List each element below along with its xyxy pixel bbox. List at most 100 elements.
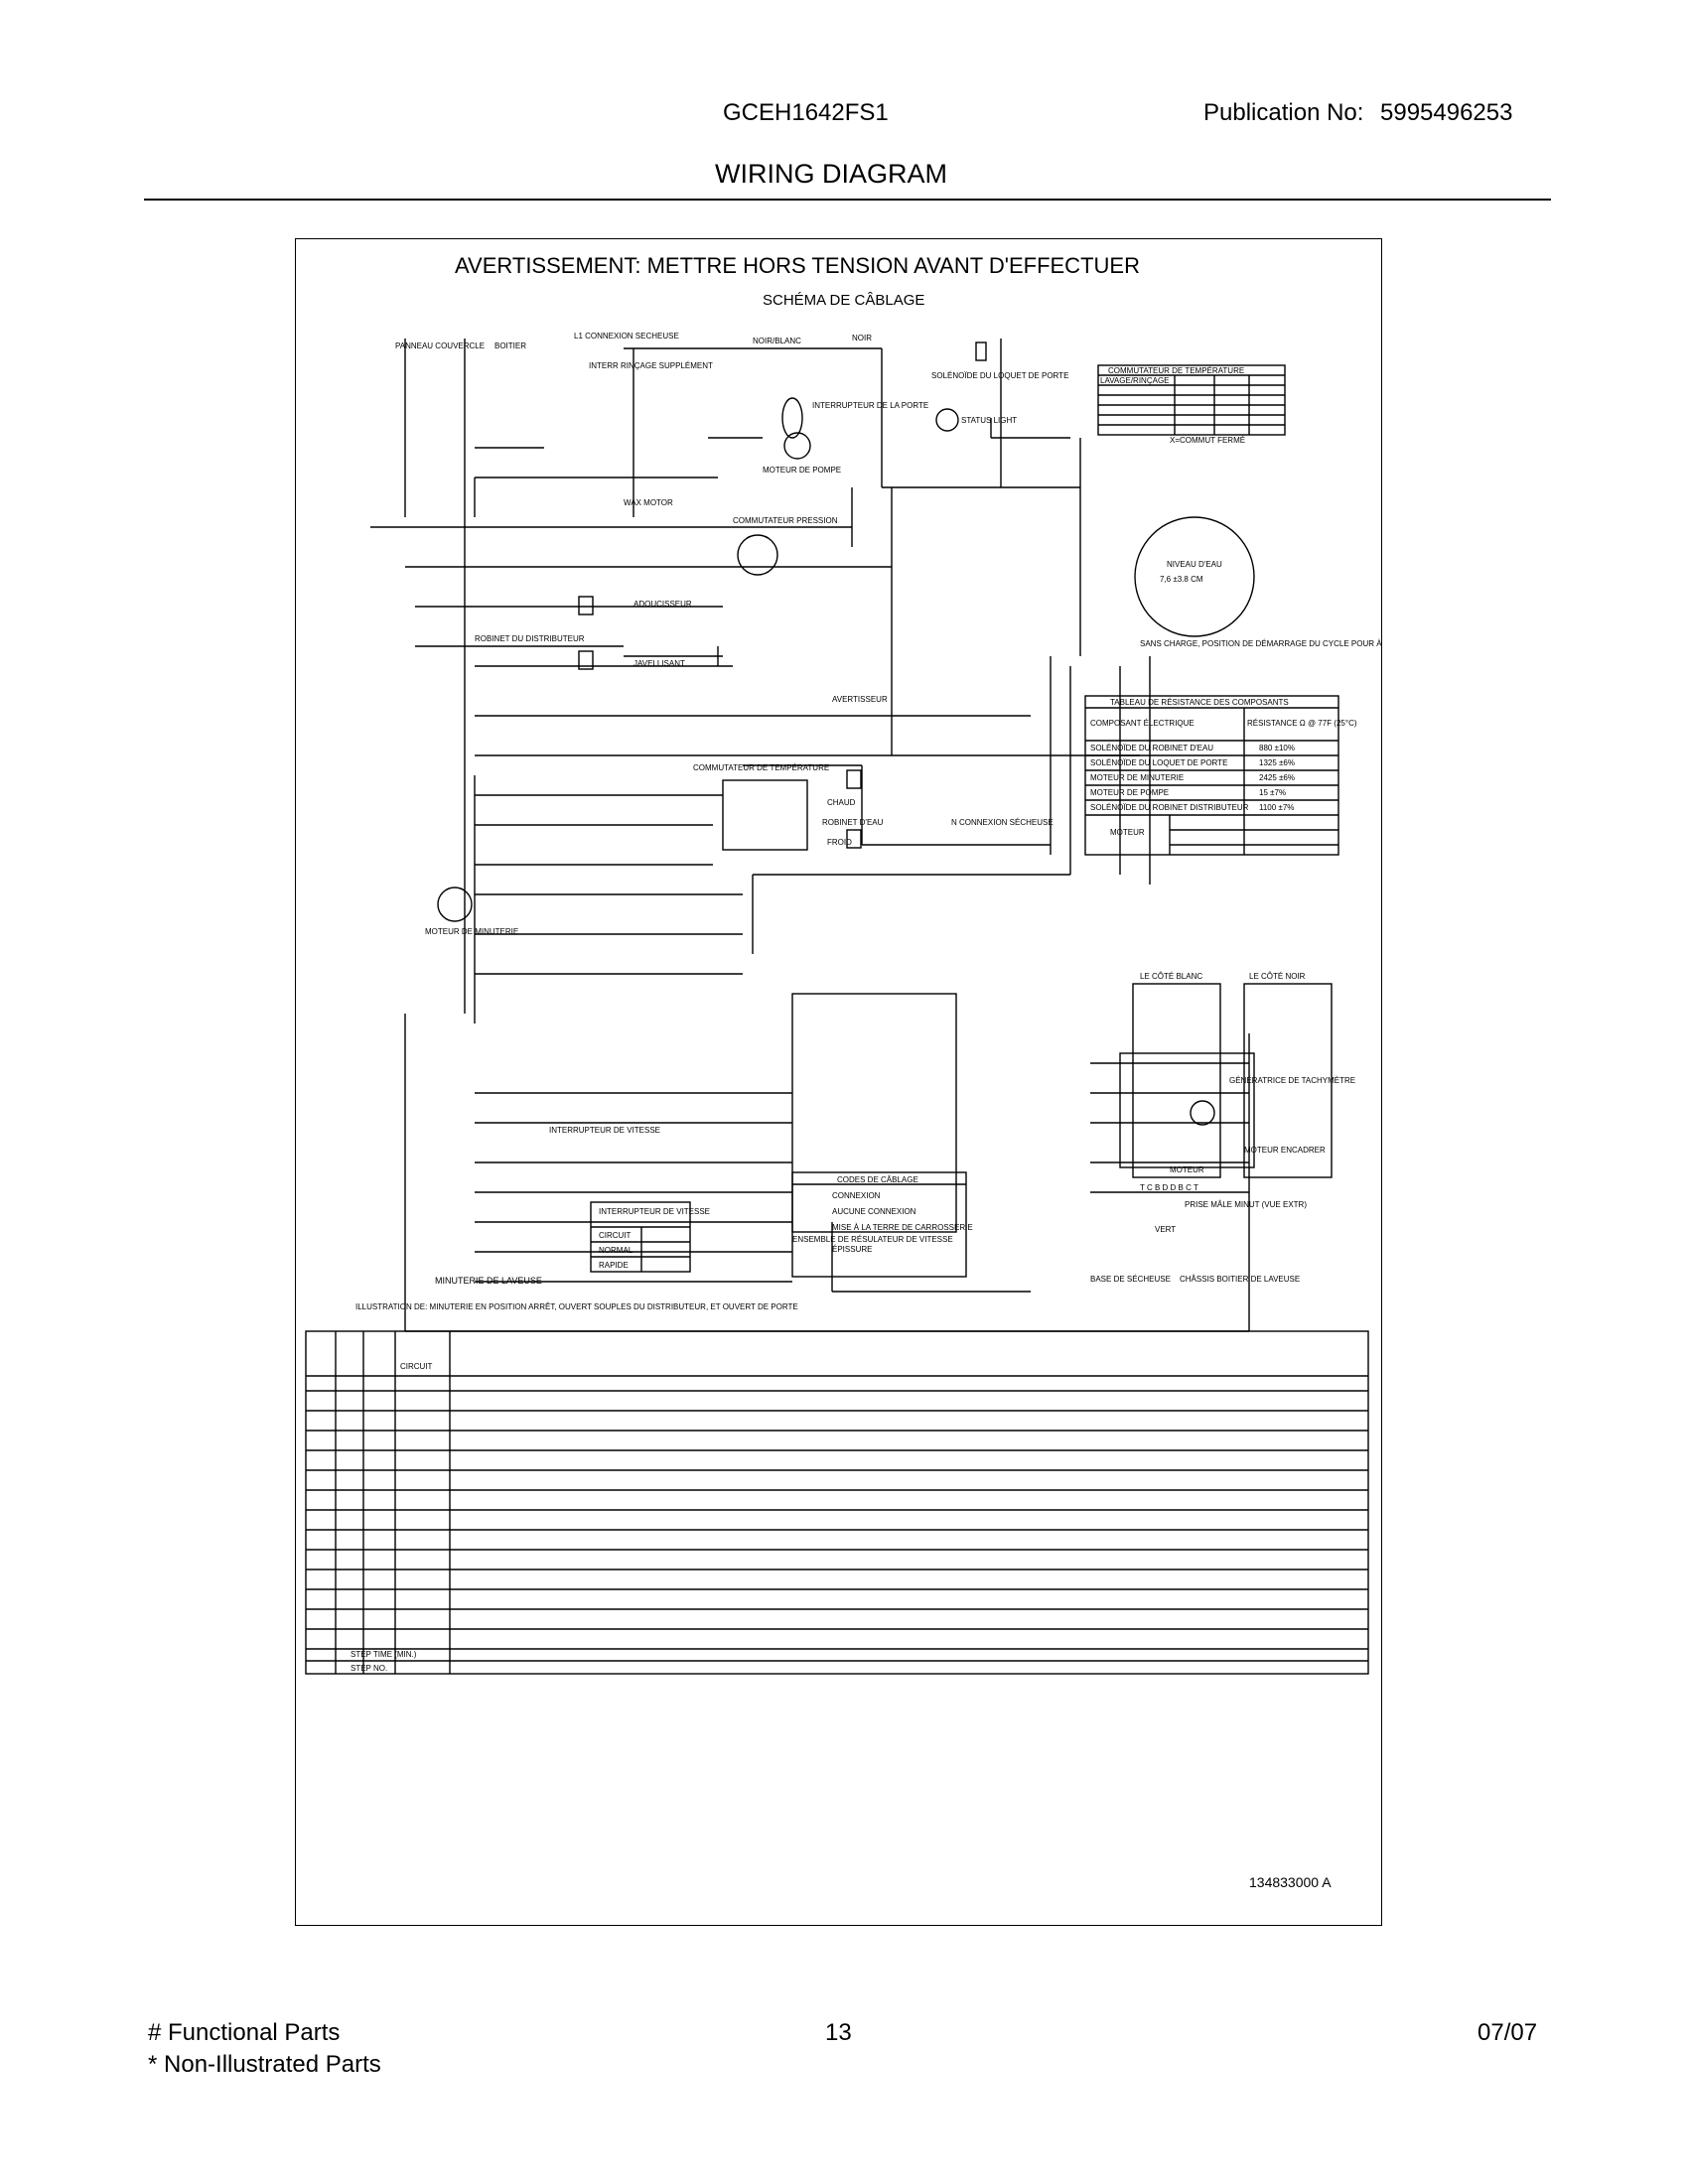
speed-table-row: RAPIDE — [599, 1261, 629, 1270]
plug-white-side: LE CÔTÉ BLANC — [1140, 972, 1202, 981]
label-pressure-switch: COMMUTATEUR PRESSION — [733, 516, 838, 525]
illustration-note: ILLUSTRATION DE: MINUTERIE EN POSITION A… — [355, 1302, 798, 1311]
label-connexion-secheuse: L1 CONNEXION SECHEUSE — [574, 332, 679, 341]
codes-item: MISE À LA TERRE DE CARROSSERIE — [832, 1223, 973, 1232]
timing-chart-box — [305, 1330, 1369, 1675]
resistance-table-grid — [1085, 707, 1338, 855]
diagram-warning: AVERTISSEMENT: METTRE HORS TENSION AVANT… — [455, 253, 1140, 278]
footer-functional-parts: # Functional Parts — [148, 2019, 341, 2046]
speed-table-box — [590, 1201, 691, 1273]
label-door-switch: INTERRUPTEUR DE LA PORTE — [812, 401, 928, 410]
plug-black-side: LE CÔTÉ NOIR — [1249, 972, 1306, 981]
label-speed-assembly: ENSEMBLE DE RÉSULATEUR DE VITESSE — [792, 1235, 953, 1244]
label-motor: MOTEUR — [1170, 1165, 1204, 1174]
hot-valve-icon — [846, 769, 862, 789]
resistance-row: SOLÉNOÏDE DU LOQUET DE PORTE — [1090, 758, 1227, 767]
ground-washer-chassis: CHÂSSIS BOITIER DE LAVEUSE — [1180, 1275, 1300, 1284]
label-temp-switch: COMMUTATEUR DE TEMPÉRATURE — [693, 763, 829, 772]
pressure-switch-icon — [737, 534, 778, 576]
ground-vert: VERT — [1155, 1225, 1176, 1234]
wire — [474, 656, 1151, 1024]
pump-motor-icon — [783, 432, 811, 460]
plug-left-box — [1132, 983, 1221, 1178]
label-noir-blanc: NOIR/BLANC — [753, 337, 801, 345]
controller-box — [791, 993, 957, 1233]
ground-label-panel: PANNEAU COUVERCLE — [395, 341, 485, 350]
resistance-value: 880 ±10% — [1259, 744, 1295, 752]
temp-table-title: COMMUTATEUR DE TEMPÉRATURE — [1108, 366, 1244, 375]
diagram-frame: AVERTISSEMENT: METTRE HORS TENSION AVANT… — [295, 238, 1383, 1926]
diagram-subtitle: SCHÉMA DE CÂBLAGE — [763, 292, 924, 309]
water-level-title: NIVEAU D'EAU — [1167, 560, 1222, 569]
footer-non-illustrated-parts: * Non-Illustrated Parts — [148, 2051, 381, 2078]
motor-box — [1119, 1052, 1255, 1168]
resistance-motor-label: MOTEUR — [1110, 828, 1145, 837]
wire — [404, 1014, 1250, 1332]
ground-label-boitier: BOITIER — [494, 341, 526, 350]
label-status-light: STATUS LIGHT — [961, 416, 1017, 425]
label-distributor-valve: ROBINET DU DISTRIBUTEUR — [475, 634, 585, 643]
temp-table-grid — [1098, 374, 1285, 435]
speed-table-grid — [591, 1226, 690, 1272]
timing-step-no: STEP NO. — [351, 1664, 387, 1673]
temp-table-box — [1097, 364, 1286, 436]
door-lock-solenoid-icon — [975, 341, 987, 361]
wire — [404, 339, 1081, 1014]
bleach-solenoid-icon — [578, 650, 594, 670]
temp-table-header: LAVAGE/RINÇAGE — [1100, 376, 1170, 385]
codes-table-title: CODES DE CÂBLAGE — [837, 1175, 918, 1184]
resistance-table-title: TABLEAU DE RÉSISTANCE DES COMPOSANTS — [1110, 698, 1289, 707]
label-softener: ADOUCISSEUR — [633, 600, 692, 609]
page-number: 13 — [825, 2019, 852, 2046]
label-dryer-connection: N CONNEXION SÉCHEUSE — [951, 818, 1054, 827]
label-timer-motor: MOTEUR DE MINUTERIE — [425, 927, 518, 936]
speed-table-row: NORMAL — [599, 1246, 633, 1255]
timing-step-time: STEP TIME (MIN.) — [351, 1650, 417, 1659]
temp-switch-box — [722, 779, 808, 851]
label-rinse-switch: INTERR RINÇAGE SUPPLÉMENT — [589, 361, 713, 370]
tacho-icon — [1190, 1100, 1215, 1126]
water-level-note: SANS CHARGE, POSITION DE DÉMARRAGE DU CY… — [1140, 639, 1383, 648]
part-number: 134833000 A — [1249, 1874, 1332, 1890]
resistance-col1: COMPOSANT ÉLECTRIQUE — [1090, 719, 1195, 728]
codes-item: ÉPISSURE — [832, 1245, 872, 1254]
speed-table-title: INTERRUPTEUR DE VITESSE — [599, 1207, 710, 1216]
label-bleach: JAVELLISANT — [633, 659, 685, 668]
label-door-lock: SOLÉNOÏDE DU LOQUET DE PORTE — [931, 371, 1068, 380]
plug-bottom-letters: T C B D D B C T — [1140, 1183, 1198, 1192]
status-light-icon — [935, 408, 959, 432]
codes-item: CONNEXION — [832, 1191, 881, 1200]
publication-label: Publication No: — [1203, 99, 1364, 126]
wiring-diagram: AVERTISSEMENT: METTRE HORS TENSION AVANT… — [305, 253, 1383, 1890]
temp-table-note: X=COMMUT FERMÉ — [1170, 436, 1245, 445]
resistance-row: SOLÉNOÏDE DU ROBINET D'EAU — [1090, 744, 1213, 752]
speed-table-header: CIRCUIT — [599, 1231, 632, 1240]
header-rule — [144, 199, 1551, 201]
label-froid: FROID — [827, 838, 852, 847]
label-speed-switch: INTERRUPTEUR DE VITESSE — [549, 1126, 660, 1135]
codes-item: AUCUNE CONNEXION — [832, 1207, 916, 1216]
resistance-row: MOTEUR DE MINUTERIE — [1090, 773, 1184, 782]
resistance-value: 15 ±7% — [1259, 788, 1286, 797]
water-level-gauge-icon — [1134, 516, 1255, 637]
label-washer-timer: MINUTERIE DE LAVEUSE — [435, 1276, 542, 1286]
plug-right-box — [1243, 983, 1333, 1178]
page-title: WIRING DIAGRAM — [715, 159, 947, 189]
footer-date: 07/07 — [1477, 2019, 1538, 2046]
resistance-row: MOTEUR DE POMPE — [1090, 788, 1169, 797]
plug-caption: PRISE MÂLE MINUT (VUE EXTR) — [1185, 1200, 1307, 1209]
resistance-value: 1325 ±6% — [1259, 758, 1295, 767]
codes-table-box — [791, 1171, 967, 1278]
resistance-col2: RÉSISTANCE Ω @ 77F (25°C) — [1247, 719, 1357, 728]
label-tacho: GÉNÉRATRICE DE TACHYMÈTRE — [1229, 1076, 1355, 1085]
label-noir: NOIR — [852, 334, 872, 342]
label-buzzer: AVERTISSEUR — [832, 695, 888, 704]
label-wax-motor: WAX MOTOR — [624, 498, 673, 507]
label-motor-encadrer: MOTEUR ENCADRER — [1244, 1146, 1326, 1155]
model-number: GCEH1642FS1 — [723, 99, 889, 126]
label-pump-motor: MOTEUR DE POMPE — [763, 466, 841, 475]
publication-number: 5995496253 — [1380, 99, 1513, 126]
resistance-row: SOLÉNOÏDE DU ROBINET DISTRIBUTEUR — [1090, 803, 1249, 812]
cold-valve-icon — [846, 829, 862, 849]
softener-solenoid-icon — [578, 596, 594, 615]
